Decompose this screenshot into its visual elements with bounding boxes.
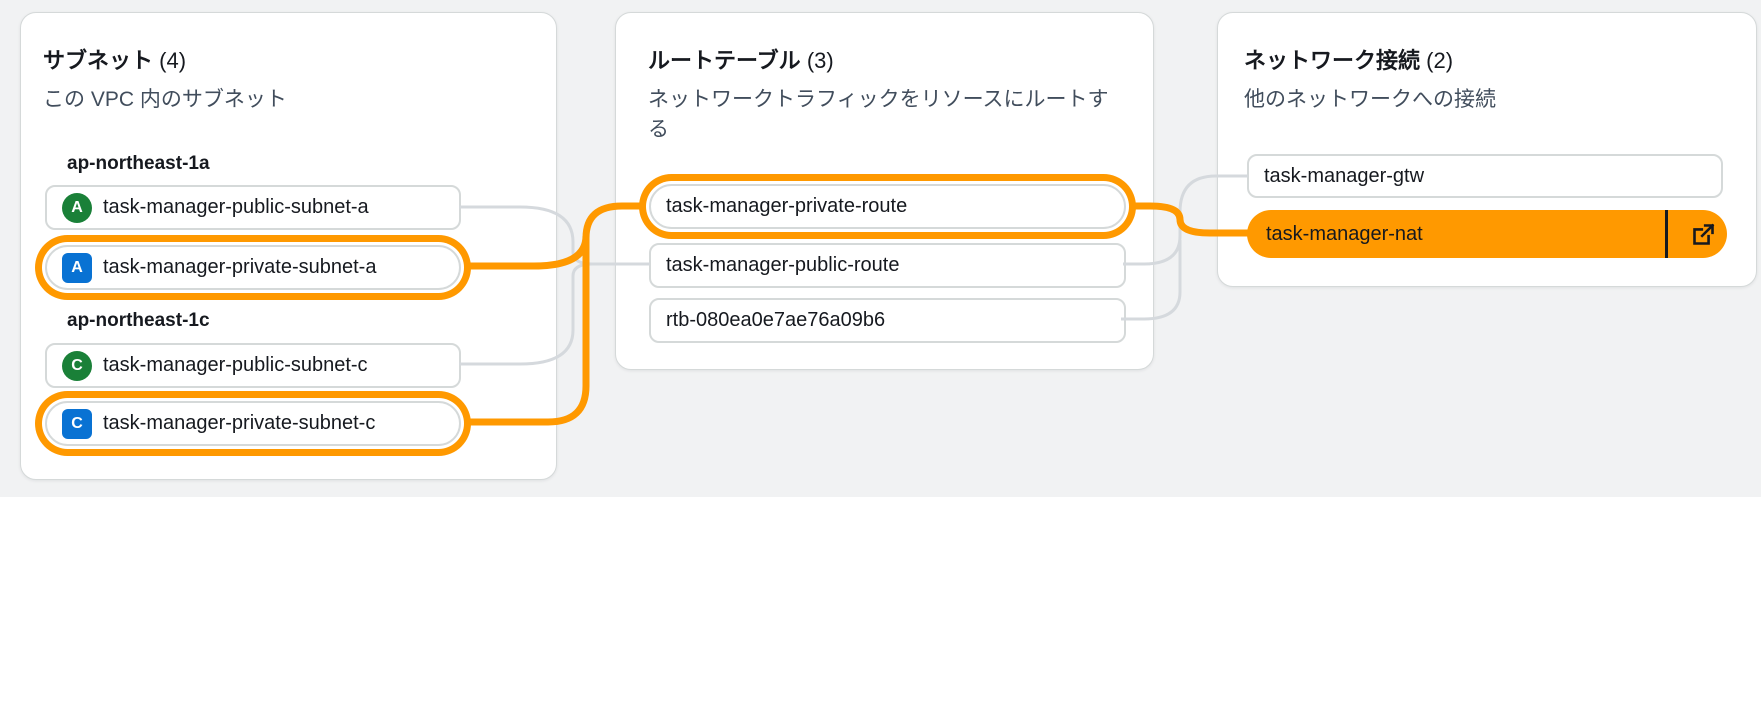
network-connections-panel-title: ネットワーク接続 (2): [1244, 43, 1453, 75]
network-connections-count: (2): [1426, 48, 1454, 73]
subnet-item-label: task-manager-private-subnet-c: [103, 412, 376, 434]
subnet-item-label: task-manager-private-subnet-a: [103, 256, 377, 278]
subnets-count: (4): [159, 48, 187, 73]
subnet-item-private-c[interactable]: C task-manager-private-subnet-c: [45, 401, 461, 446]
network-connections-panel-subtitle: 他のネットワークへの接続: [1244, 88, 1496, 111]
public-subnet-az-icon: C: [62, 350, 92, 381]
route-table-item-private-route[interactable]: task-manager-private-route: [649, 184, 1126, 229]
subnets-panel-title: サブネット (4): [43, 43, 186, 75]
subnets-panel-subtitle: この VPC 内のサブネット: [43, 88, 287, 111]
connection-item-gtw[interactable]: task-manager-gtw: [1247, 154, 1723, 198]
route-tables-panel-title: ルートテーブル (3): [648, 43, 834, 75]
subnet-item-label: task-manager-public-subnet-a: [103, 196, 369, 218]
route-tables-count: (3): [806, 48, 834, 73]
subnets-panel: サブネット (4) この VPC 内のサブネット ap-northeast-1a…: [20, 12, 557, 480]
public-subnet-az-icon: A: [62, 192, 92, 223]
connection-item-nat-selected[interactable]: task-manager-nat: [1247, 210, 1727, 258]
az-group-label-1c: ap-northeast-1c: [67, 310, 210, 331]
route-table-item-public-route[interactable]: task-manager-public-route: [649, 243, 1126, 288]
subnet-item-public-a[interactable]: A task-manager-public-subnet-a: [45, 185, 461, 230]
subnet-item-label: task-manager-public-subnet-c: [103, 354, 368, 376]
nat-item-divider: [1665, 210, 1668, 258]
external-link-icon: [1692, 223, 1714, 245]
subnet-item-private-a[interactable]: A task-manager-private-subnet-a: [45, 245, 461, 290]
route-table-item-rtb-main[interactable]: rtb-080ea0e7ae76a09b6: [649, 298, 1126, 343]
subnet-item-public-c[interactable]: C task-manager-public-subnet-c: [45, 343, 461, 388]
connection-label: task-manager-nat: [1266, 222, 1423, 245]
az-group-label-1a: ap-northeast-1a: [67, 153, 210, 174]
route-table-label: rtb-080ea0e7ae76a09b6: [666, 309, 886, 331]
route-tables-title-text: ルートテーブル: [648, 48, 801, 73]
private-subnet-az-icon: A: [62, 252, 92, 283]
open-nat-details-button[interactable]: [1679, 210, 1727, 258]
route-table-label: task-manager-private-route: [666, 195, 908, 217]
network-connections-title-text: ネットワーク接続: [1244, 48, 1421, 73]
connection-label: task-manager-gtw: [1264, 164, 1425, 187]
private-subnet-az-icon: C: [62, 408, 92, 439]
network-connections-panel: ネットワーク接続 (2) 他のネットワークへの接続 task-manager-g…: [1217, 12, 1757, 287]
route-tables-panel-subtitle: ネットワークトラフィックをリソースにルートする: [648, 88, 1109, 141]
route-tables-panel: ルートテーブル (3) ネットワークトラフィックをリソースにルートする task…: [615, 12, 1154, 370]
route-table-label: task-manager-public-route: [666, 254, 900, 276]
subnets-title-text: サブネット: [43, 48, 154, 73]
